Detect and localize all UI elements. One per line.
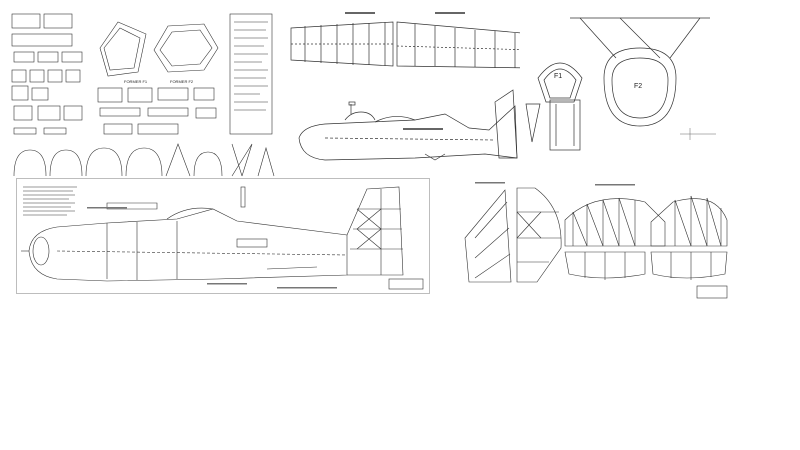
fuselage-drawing [290,12,534,161]
former-f1-label: F1 [554,73,562,80]
tail-wing-drawing [464,182,728,299]
side-view-sheet [16,178,430,294]
side-view-drawing [21,186,424,290]
parts-label-a: FORMER F1 [124,79,148,84]
formers-drawing: F1 F2 [525,17,716,151]
parts-sheet: FORMER F1 FORMER F2 [8,8,280,178]
tail-wing-sheet [445,178,731,304]
parts-drawing: FORMER F1 FORMER F2 [11,13,275,177]
fuselage-top-sheet [285,8,540,168]
former-f2-label: F2 [634,83,642,90]
parts-label-b: FORMER F2 [170,79,194,84]
formers-sheet: F1 F2 [520,8,720,178]
